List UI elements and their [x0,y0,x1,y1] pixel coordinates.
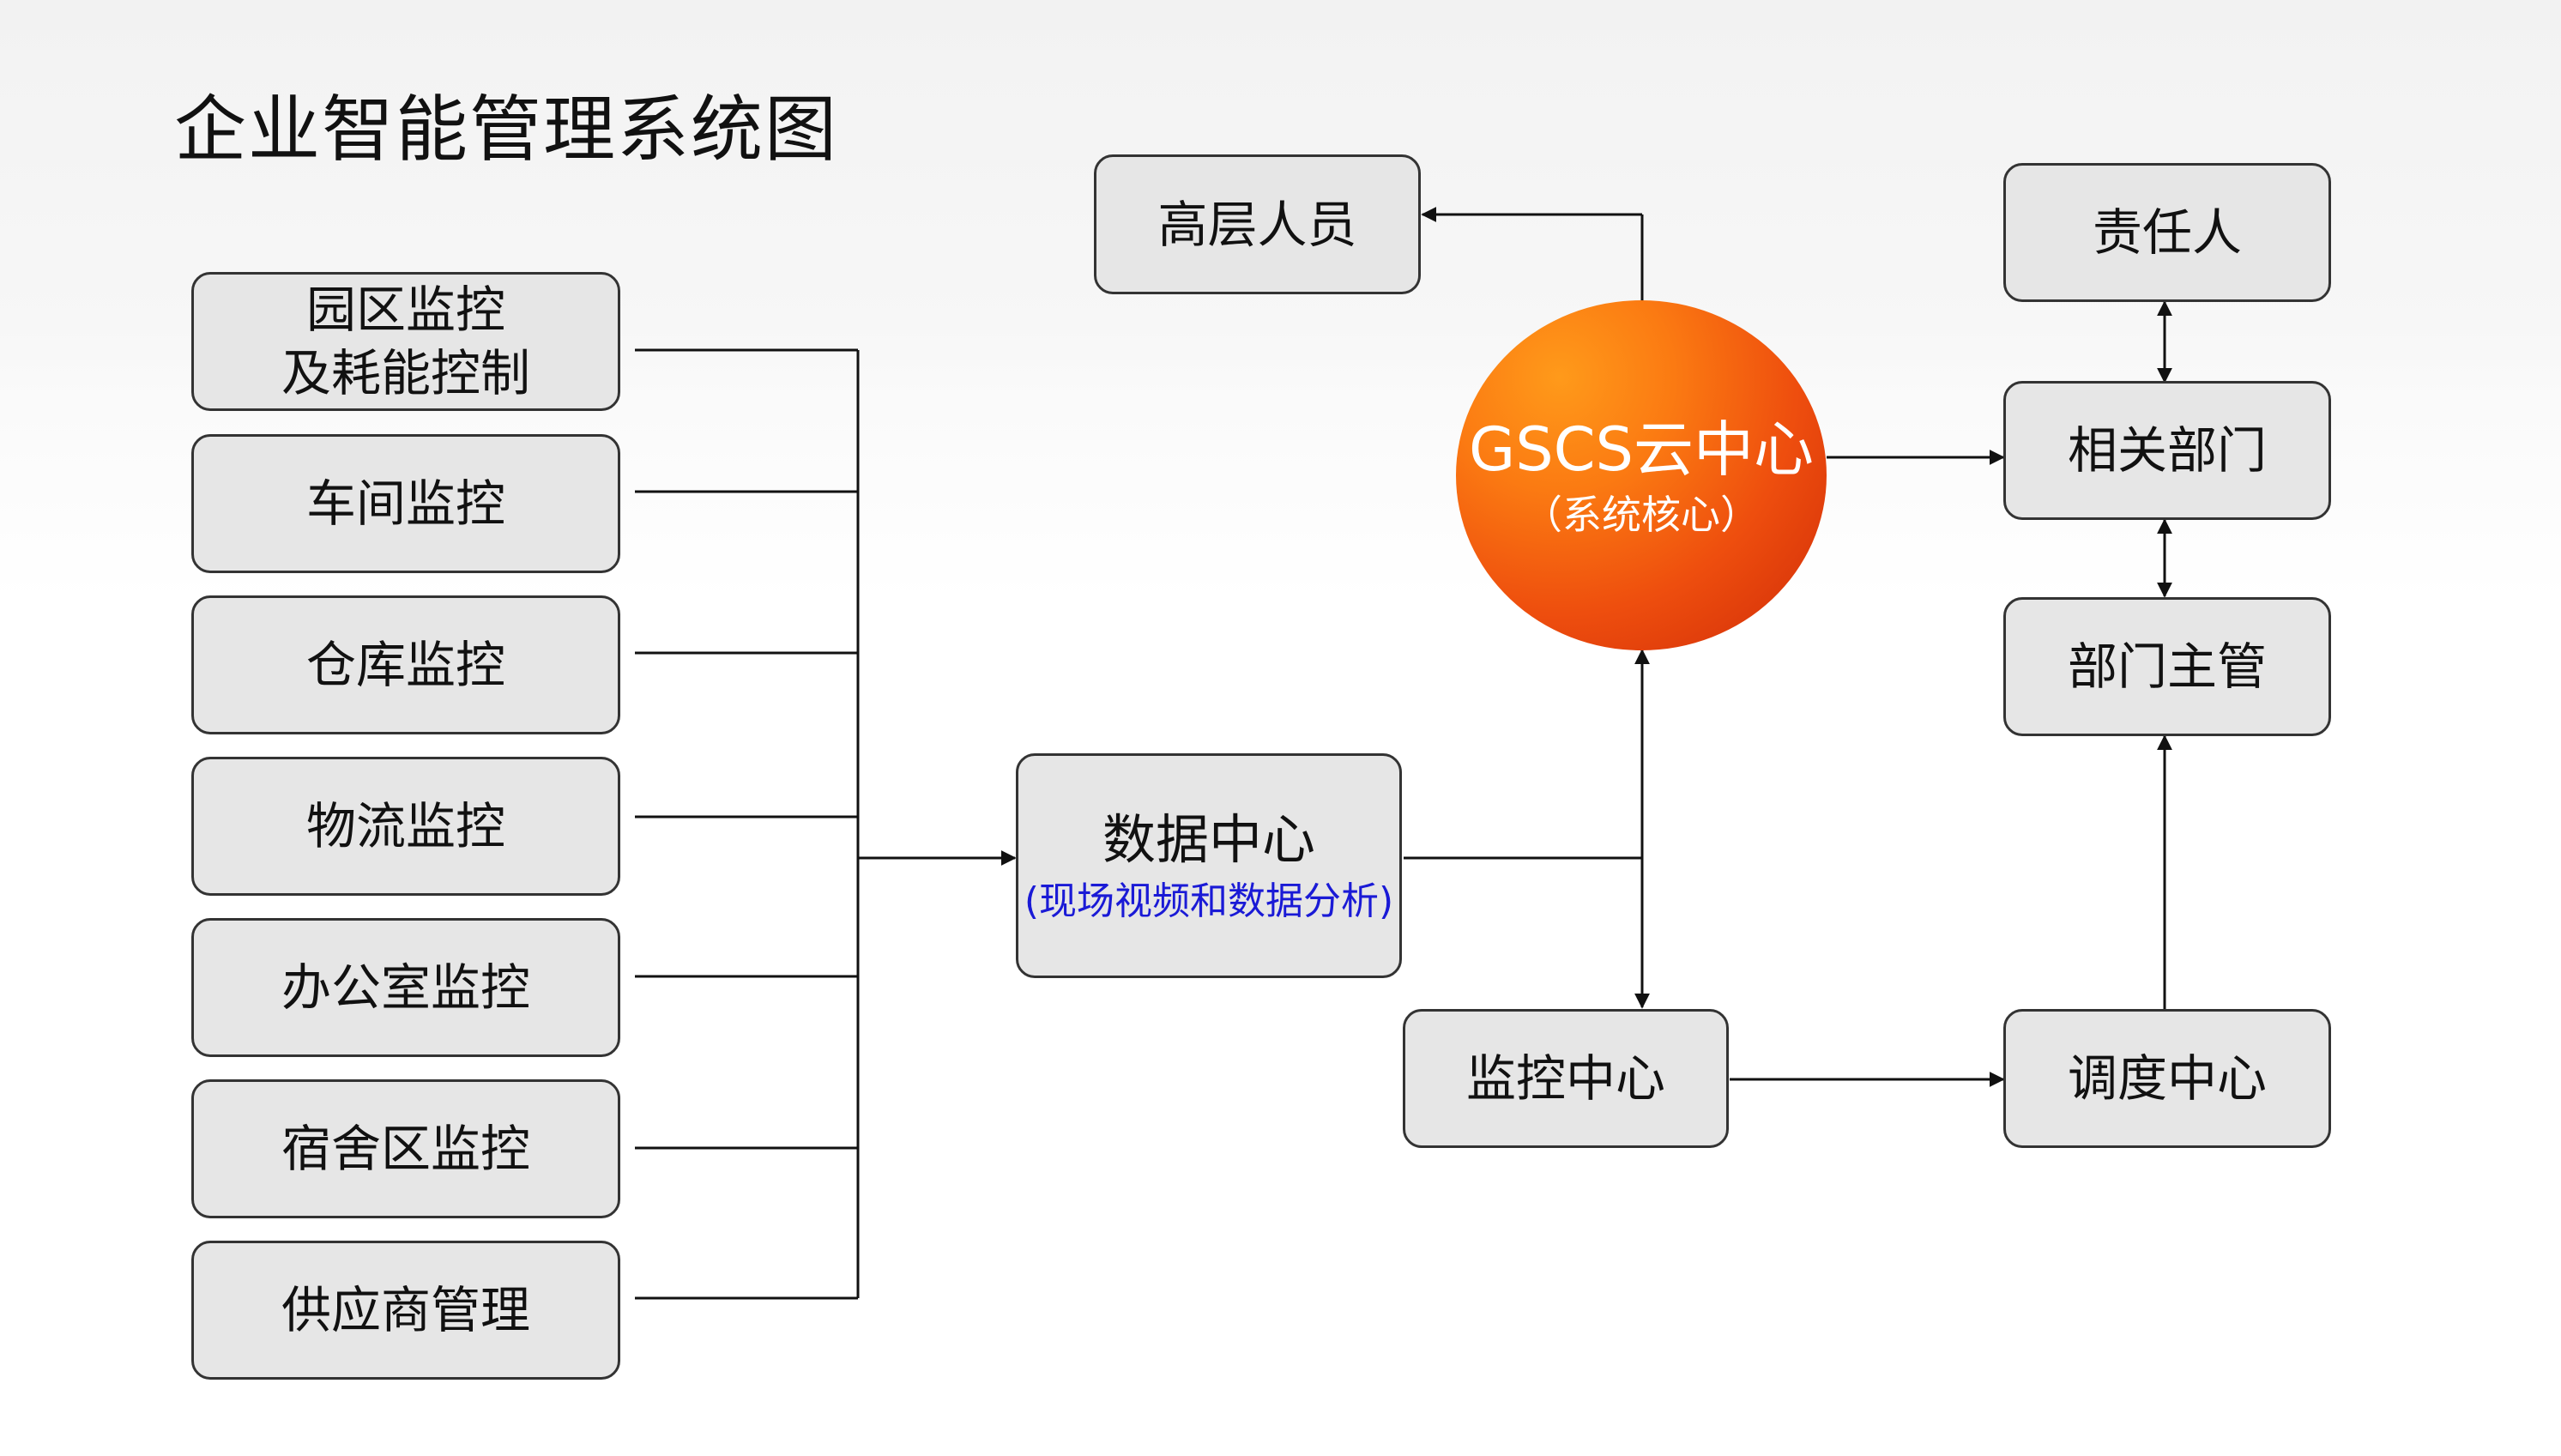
module-warehouse-monitoring: 仓库监控 [191,595,620,734]
dispatch-center-node: 调度中心 [2003,1009,2331,1148]
module-office-monitoring: 办公室监控 [191,918,620,1057]
module-park-monitoring-line2: 及耗能控制 [281,344,530,402]
responsible-person-label: 责任人 [2092,203,2242,262]
module-dormitory-monitoring-label: 宿舍区监控 [281,1120,530,1178]
dispatch-center-label: 调度中心 [2067,1049,2267,1108]
gscs-cloud-center-node: GSCS云中心 （系统核心） [1456,300,1827,650]
data-center-subtitle: (现场视频和数据分析) [1024,879,1394,923]
page-title: 企业智能管理系统图 [174,88,839,172]
module-park-monitoring: 园区监控 及耗能控制 [191,272,620,411]
module-workshop-monitoring: 车间监控 [191,434,620,573]
module-logistics-monitoring: 物流监控 [191,757,620,896]
module-workshop-monitoring-label: 车间监控 [305,474,505,533]
data-center-label: 数据中心 [1102,808,1315,871]
data-center-node: 数据中心 (现场视频和数据分析) [1016,753,1402,978]
senior-staff-node: 高层人员 [1094,154,1421,294]
senior-staff-label: 高层人员 [1157,195,1357,254]
monitoring-center-node: 监控中心 [1403,1009,1729,1148]
module-warehouse-monitoring-label: 仓库监控 [305,636,505,694]
related-departments-label: 相关部门 [2067,421,2267,480]
module-office-monitoring-label: 办公室监控 [281,958,530,1017]
monitoring-center-label: 监控中心 [1465,1049,1665,1108]
responsible-person-node: 责任人 [2003,163,2331,302]
module-supplier-management: 供应商管理 [191,1241,620,1380]
cloud-center-label: GSCS云中心 [1469,414,1814,485]
related-departments-node: 相关部门 [2003,381,2331,520]
module-dormitory-monitoring: 宿舍区监控 [191,1079,620,1218]
department-head-node: 部门主管 [2003,597,2331,736]
department-head-label: 部门主管 [2067,637,2267,696]
module-park-monitoring-line1: 园区监控 [305,281,505,339]
module-logistics-monitoring-label: 物流监控 [305,797,505,855]
cloud-center-subtitle: （系统核心） [1523,492,1760,538]
module-supplier-management-label: 供应商管理 [281,1281,530,1339]
